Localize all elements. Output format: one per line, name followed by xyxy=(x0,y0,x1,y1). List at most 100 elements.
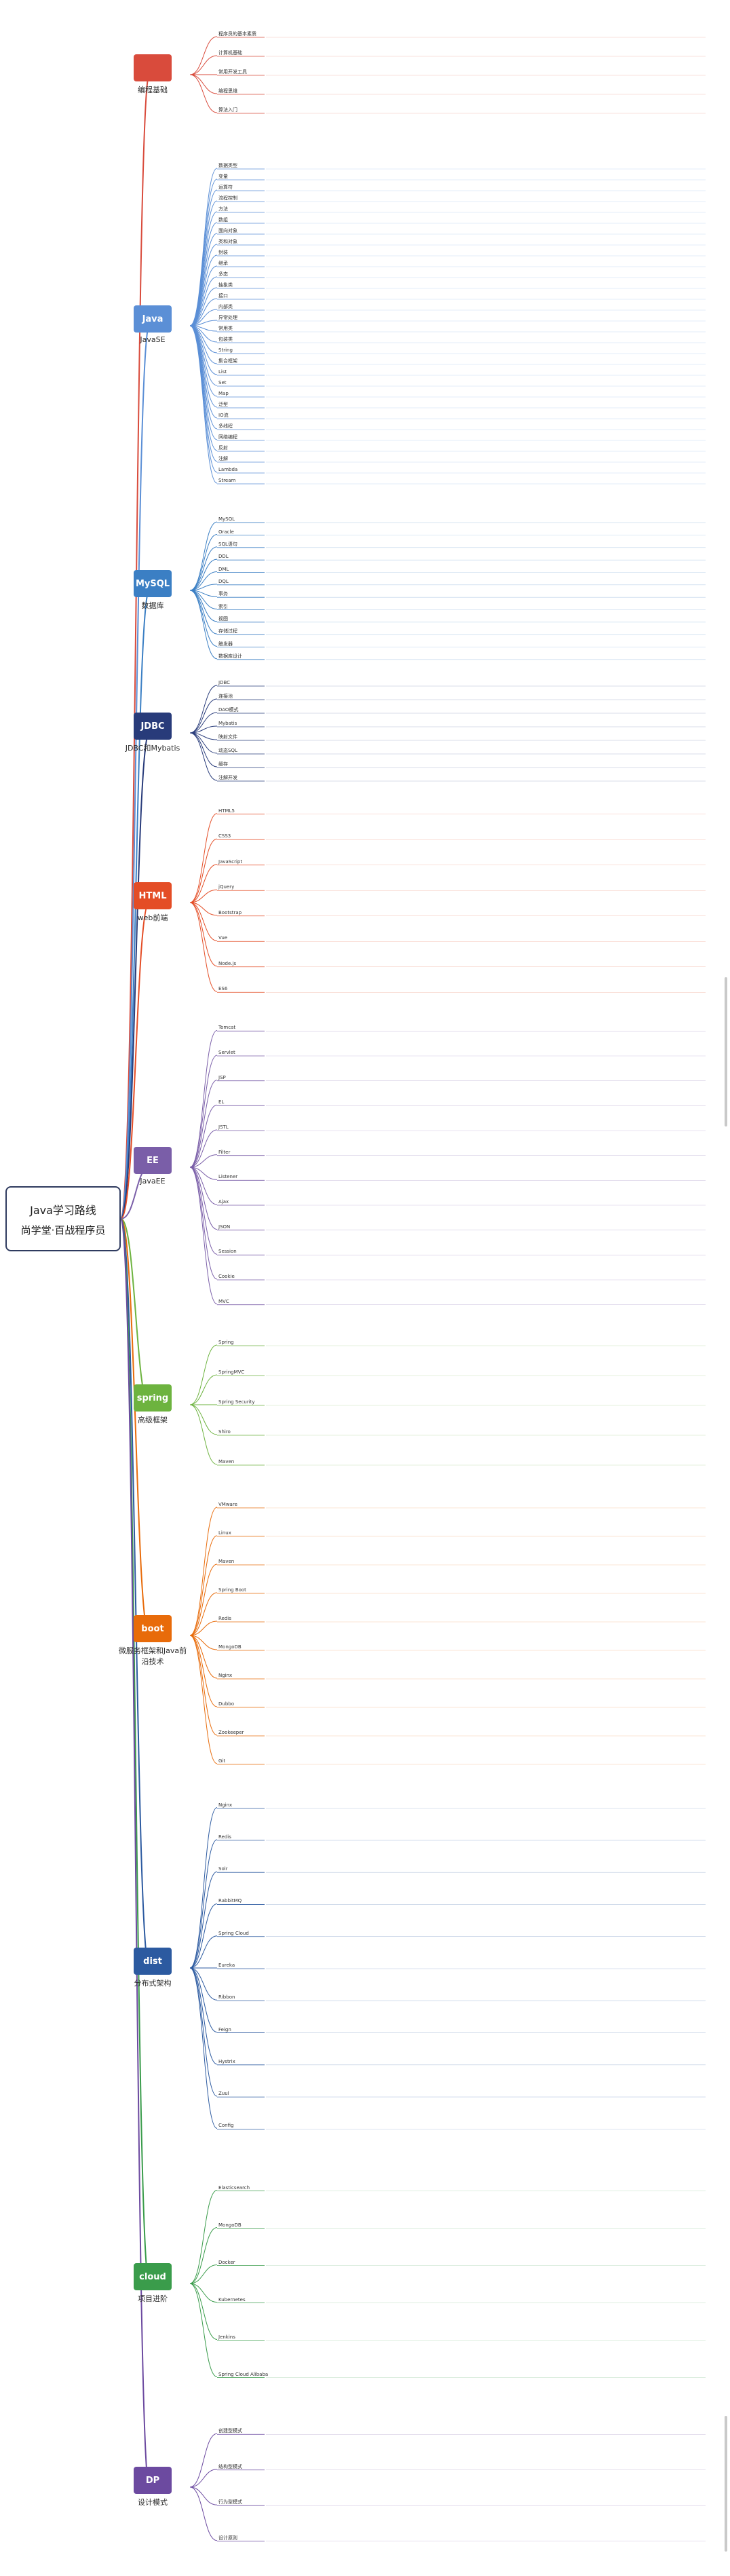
sub-topic-label[interactable]: JSTL xyxy=(218,1124,229,1130)
sub-topic-label[interactable]: JavaScript xyxy=(218,858,243,865)
sub-topic-label[interactable]: Oracle xyxy=(218,529,234,535)
sub-topic-label[interactable]: 连接池 xyxy=(218,694,233,699)
sub-topic-label[interactable]: 结构型模式 xyxy=(218,2463,242,2469)
sub-topic-label[interactable]: 设计原则 xyxy=(218,2535,237,2541)
sub-topic-label[interactable]: 接口 xyxy=(218,293,228,299)
sub-topic-label[interactable]: EL xyxy=(218,1099,225,1105)
sub-topic-label[interactable]: Bootstrap xyxy=(218,909,242,915)
sub-topic-label[interactable]: Maven xyxy=(218,1459,235,1464)
sub-topic-label[interactable]: Shiro xyxy=(218,1429,231,1435)
sub-topic-label[interactable]: Jenkins xyxy=(218,2334,235,2340)
sub-topic-label[interactable]: SpringMVC xyxy=(218,1369,245,1375)
sub-topic-label[interactable]: 视图 xyxy=(218,615,228,622)
scrollbar-thumb-upper[interactable] xyxy=(725,977,727,1126)
sub-topic-label[interactable]: Map xyxy=(218,391,229,396)
sub-topic-label[interactable]: Servlet xyxy=(218,1050,235,1055)
sub-topic-label[interactable]: 异常处理 xyxy=(218,315,237,320)
sub-topic-label[interactable]: Git xyxy=(218,1758,226,1764)
sub-topic-label[interactable]: Mybatis xyxy=(218,721,237,726)
sub-topic-label[interactable]: Spring Boot xyxy=(218,1587,246,1593)
sub-topic-label[interactable]: Nginx xyxy=(218,1673,233,1678)
sub-topic-label[interactable]: Docker xyxy=(218,2259,235,2265)
sub-topic-label[interactable]: RabbitMQ xyxy=(218,1898,242,1904)
sub-topic-label[interactable]: CSS3 xyxy=(218,833,231,839)
sub-topic-label[interactable]: Listener xyxy=(218,1174,238,1180)
sub-topic-label[interactable]: 行为型模式 xyxy=(218,2499,242,2505)
sub-topic-label[interactable]: Redis xyxy=(218,1616,231,1621)
sub-topic-label[interactable]: Filter xyxy=(218,1149,231,1155)
sub-topic-label[interactable]: 映射文件 xyxy=(218,734,237,740)
sub-topic-label[interactable]: MongoDB xyxy=(218,1644,242,1650)
sub-topic-label[interactable]: Ajax xyxy=(218,1199,229,1205)
sub-topic-label[interactable]: 注解 xyxy=(218,456,228,461)
sub-topic-label[interactable]: 方法 xyxy=(218,206,228,212)
sub-topic-label[interactable]: 抽象类 xyxy=(218,282,233,288)
sub-topic-label[interactable]: Stream xyxy=(218,478,236,483)
sub-topic-label[interactable]: Solr xyxy=(218,1866,228,1872)
sub-topic-label[interactable]: 继承 xyxy=(218,261,228,266)
sub-topic-label[interactable]: 程序员的基本素质 xyxy=(218,31,256,37)
sub-topic-label[interactable]: 集合框架 xyxy=(218,358,237,364)
sub-topic-label[interactable]: List xyxy=(218,369,227,375)
sub-topic-label[interactable]: JSP xyxy=(218,1074,226,1080)
sub-topic-label[interactable]: DAO模式 xyxy=(218,707,239,713)
sub-topic-label[interactable]: 编程思维 xyxy=(218,88,237,94)
sub-topic-label[interactable]: 包装类 xyxy=(218,337,233,342)
sub-topic-label[interactable]: Session xyxy=(218,1249,237,1255)
sub-topic-label[interactable]: MongoDB xyxy=(218,2222,242,2228)
sub-topic-label[interactable]: 变量 xyxy=(218,174,228,179)
sub-topic-label[interactable]: 事务 xyxy=(218,591,228,597)
sub-topic-label[interactable]: Feign xyxy=(218,2026,231,2032)
sub-topic-label[interactable]: 封装 xyxy=(218,250,228,255)
sub-topic-label[interactable]: 计算机基础 xyxy=(218,50,242,56)
sub-topic-label[interactable]: 泛型 xyxy=(218,402,228,407)
sub-topic-label[interactable]: Hystrix xyxy=(218,2058,235,2064)
sub-topic-label[interactable]: Cookie xyxy=(218,1274,235,1279)
sub-topic-label[interactable]: JDBC xyxy=(218,680,231,685)
sub-topic-label[interactable]: Zookeeper xyxy=(218,1730,244,1735)
sub-topic-label[interactable]: 运算符 xyxy=(218,185,233,190)
sub-topic-label[interactable]: Spring Cloud Alibaba xyxy=(218,2371,269,2377)
sub-topic-label[interactable]: 常用类 xyxy=(218,326,233,331)
sub-topic-label[interactable]: Set xyxy=(218,380,227,385)
sub-topic-label[interactable]: Zuul xyxy=(218,2091,229,2097)
sub-topic-label[interactable]: 面向对象 xyxy=(218,228,237,233)
branch-node[interactable]: 编程基础 xyxy=(115,54,190,95)
sub-topic-label[interactable]: 网络编程 xyxy=(218,434,237,440)
sub-topic-label[interactable]: 常用开发工具 xyxy=(218,69,247,75)
sub-topic-label[interactable]: Kubernetes xyxy=(218,2296,246,2303)
sub-topic-label[interactable]: 创建型模式 xyxy=(218,2428,242,2434)
sub-topic-label[interactable]: DDL xyxy=(218,554,229,560)
sub-topic-label[interactable]: String xyxy=(218,347,233,353)
sub-topic-label[interactable]: 数据库设计 xyxy=(218,653,242,659)
sub-topic-label[interactable]: 类和对象 xyxy=(218,239,237,244)
sub-topic-label[interactable]: Config xyxy=(218,2123,234,2129)
sub-topic-label[interactable]: 算法入门 xyxy=(218,107,237,113)
sub-topic-label[interactable]: ES6 xyxy=(218,986,228,992)
sub-topic-label[interactable]: Spring Security xyxy=(218,1399,255,1405)
sub-topic-label[interactable]: Maven xyxy=(218,1559,235,1564)
sub-topic-label[interactable]: Ribbon xyxy=(218,1994,235,2001)
sub-topic-label[interactable]: Nginx xyxy=(218,1802,233,1808)
sub-topic-label[interactable]: Redis xyxy=(218,1834,231,1840)
sub-topic-label[interactable]: Spring Cloud xyxy=(218,1930,249,1936)
sub-topic-label[interactable]: 数组 xyxy=(218,217,228,223)
sub-topic-label[interactable]: 索引 xyxy=(218,603,228,609)
sub-topic-label[interactable]: 流程控制 xyxy=(218,195,237,201)
sub-topic-label[interactable]: SQL语句 xyxy=(218,541,237,547)
sub-topic-label[interactable]: DML xyxy=(218,566,229,572)
sub-topic-label[interactable]: 存储过程 xyxy=(218,628,237,634)
sub-topic-label[interactable]: 缓存 xyxy=(218,761,228,767)
sub-topic-label[interactable]: 数据类型 xyxy=(218,163,237,168)
sub-topic-label[interactable]: Dubbo xyxy=(218,1701,234,1707)
sub-topic-label[interactable]: 注解开发 xyxy=(218,775,237,780)
